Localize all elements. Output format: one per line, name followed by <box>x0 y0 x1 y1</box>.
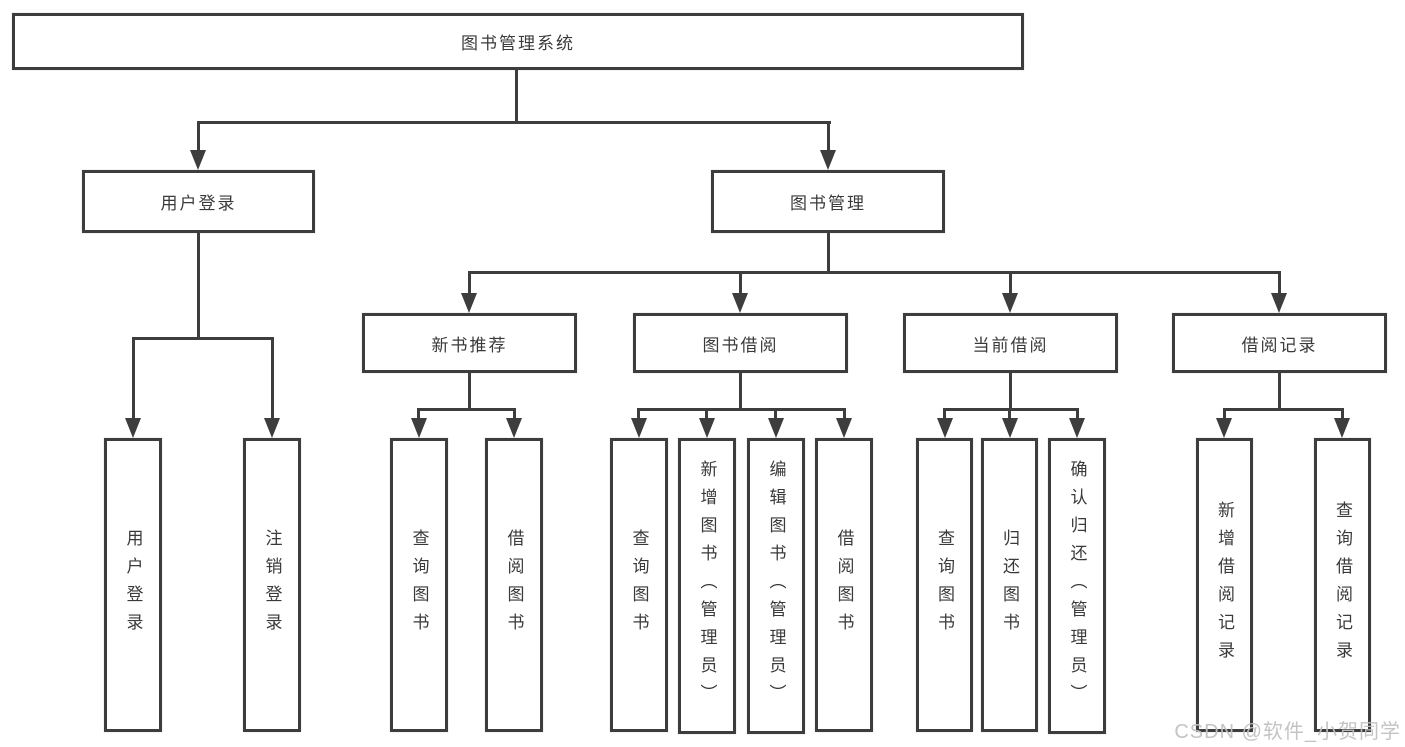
node-label: 图书借阅 <box>702 335 779 355</box>
arrow-down-icon <box>631 418 647 438</box>
leaf-label: 借阅图书 <box>834 529 854 641</box>
leaf-add-book-admin: 新增图书（管理员） <box>678 438 736 734</box>
arrow-down-icon <box>1002 293 1018 313</box>
edge-root-stem <box>515 70 518 121</box>
leaf-query-borrow-record: 查询借阅记录 <box>1314 438 1371 732</box>
edge-drop-book-borrow <box>739 271 742 293</box>
arrow-down-icon <box>820 150 836 170</box>
edge-drop-borrow-books-1 <box>513 408 516 418</box>
leaf-label: 编辑图书（管理员） <box>766 460 786 712</box>
node-book-borrow: 图书借阅 <box>633 313 848 373</box>
leaf-label: 归还图书 <box>1000 529 1019 641</box>
edge-drop-add-borrow-record <box>1223 408 1226 418</box>
leaf-logout: 注销登录 <box>243 438 301 732</box>
edge-borrow-records-bar <box>1223 408 1344 411</box>
arrow-down-icon <box>1216 418 1232 438</box>
arrow-down-icon <box>768 418 784 438</box>
edge-drop-add-book-admin <box>705 408 708 418</box>
leaf-label: 用户登录 <box>123 529 143 641</box>
edge-drop-query-books-1 <box>417 408 420 418</box>
leaf-query-books-3: 查询图书 <box>916 438 973 732</box>
leaf-confirm-return-admin: 确认归还（管理员） <box>1048 438 1106 734</box>
edge-user-login-stem <box>197 233 200 337</box>
leaf-query-books-1: 查询图书 <box>390 438 448 732</box>
leaf-label: 查询图书 <box>629 529 649 641</box>
leaf-borrow-books-2: 借阅图书 <box>815 438 873 732</box>
edge-root-bar <box>197 121 831 124</box>
edge-book-borrow-bar <box>637 408 846 411</box>
arrow-down-icon <box>461 293 477 313</box>
edge-drop-edit-book-admin <box>774 408 777 418</box>
edge-drop-query-books-2 <box>637 408 640 418</box>
leaf-borrow-books-1: 借阅图书 <box>485 438 543 732</box>
leaf-return-books: 归还图书 <box>981 438 1038 732</box>
edge-book-management-stem <box>827 233 830 271</box>
leaf-query-books-2: 查询图书 <box>610 438 668 732</box>
edge-user-login-bar <box>132 337 274 340</box>
edge-new-book-recommend-bar <box>417 408 516 411</box>
node-label: 图书管理系统 <box>461 34 575 53</box>
node-label: 新书推荐 <box>431 335 508 355</box>
node-label: 当前借阅 <box>972 335 1049 355</box>
edge-borrow-records-stem <box>1278 373 1281 408</box>
leaf-label: 借阅图书 <box>504 529 524 641</box>
arrow-down-icon <box>699 418 715 438</box>
arrow-down-icon <box>937 418 953 438</box>
leaf-label: 新增借阅记录 <box>1215 501 1234 669</box>
edge-book-management-bar <box>468 271 1281 274</box>
csdn-watermark: CSDN @软件_小贺同学 <box>1174 721 1401 743</box>
edge-drop-return-books <box>1008 408 1011 418</box>
node-borrow-records: 借阅记录 <box>1172 313 1387 373</box>
edge-drop-leaf-user-login <box>132 337 135 418</box>
arrow-down-icon <box>264 418 280 438</box>
leaf-label: 查询图书 <box>935 529 954 641</box>
leaf-label: 查询图书 <box>409 529 429 641</box>
node-label: 图书管理 <box>790 194 866 213</box>
edge-drop-query-borrow-record <box>1341 408 1344 418</box>
node-label: 借阅记录 <box>1241 335 1318 355</box>
node-new-book-recommend: 新书推荐 <box>362 313 577 373</box>
edge-drop-new-book-recommend <box>468 271 471 293</box>
leaf-label: 新增图书（管理员） <box>697 460 717 712</box>
arrow-down-icon <box>836 418 852 438</box>
leaf-add-borrow-record: 新增借阅记录 <box>1196 438 1253 732</box>
edge-drop-user-login <box>197 121 200 151</box>
arrow-down-icon <box>1002 418 1018 438</box>
arrow-down-icon <box>411 418 427 438</box>
edge-drop-leaf-logout <box>271 337 274 418</box>
edge-drop-current-borrow <box>1009 271 1012 293</box>
edge-current-borrow-stem <box>1009 373 1012 408</box>
edge-drop-book-management <box>827 121 830 151</box>
leaf-user-login: 用户登录 <box>104 438 162 732</box>
node-library-management-system: 图书管理系统 <box>12 13 1024 70</box>
arrow-down-icon <box>1069 418 1085 438</box>
node-current-borrow: 当前借阅 <box>903 313 1118 373</box>
arrow-down-icon <box>190 150 206 170</box>
arrow-down-icon <box>1334 418 1350 438</box>
arrow-down-icon <box>1271 293 1287 313</box>
node-label: 用户登录 <box>160 194 237 213</box>
edge-drop-query-books-3 <box>943 408 946 418</box>
edge-book-borrow-stem <box>739 373 742 408</box>
edge-new-book-recommend-stem <box>468 373 471 408</box>
edge-drop-borrow-books-2 <box>843 408 846 418</box>
leaf-label: 确认归还（管理员） <box>1067 460 1087 712</box>
leaf-label: 注销登录 <box>262 529 282 641</box>
edge-current-borrow-bar <box>943 408 1079 411</box>
leaf-edit-book-admin: 编辑图书（管理员） <box>747 438 805 734</box>
edge-drop-confirm-return-admin <box>1076 408 1079 418</box>
node-user-login: 用户登录 <box>82 170 315 233</box>
arrow-down-icon <box>506 418 522 438</box>
edge-drop-borrow-records <box>1278 271 1281 293</box>
node-book-management: 图书管理 <box>711 170 945 233</box>
arrow-down-icon <box>732 293 748 313</box>
leaf-label: 查询借阅记录 <box>1333 501 1352 669</box>
arrow-down-icon <box>125 418 141 438</box>
